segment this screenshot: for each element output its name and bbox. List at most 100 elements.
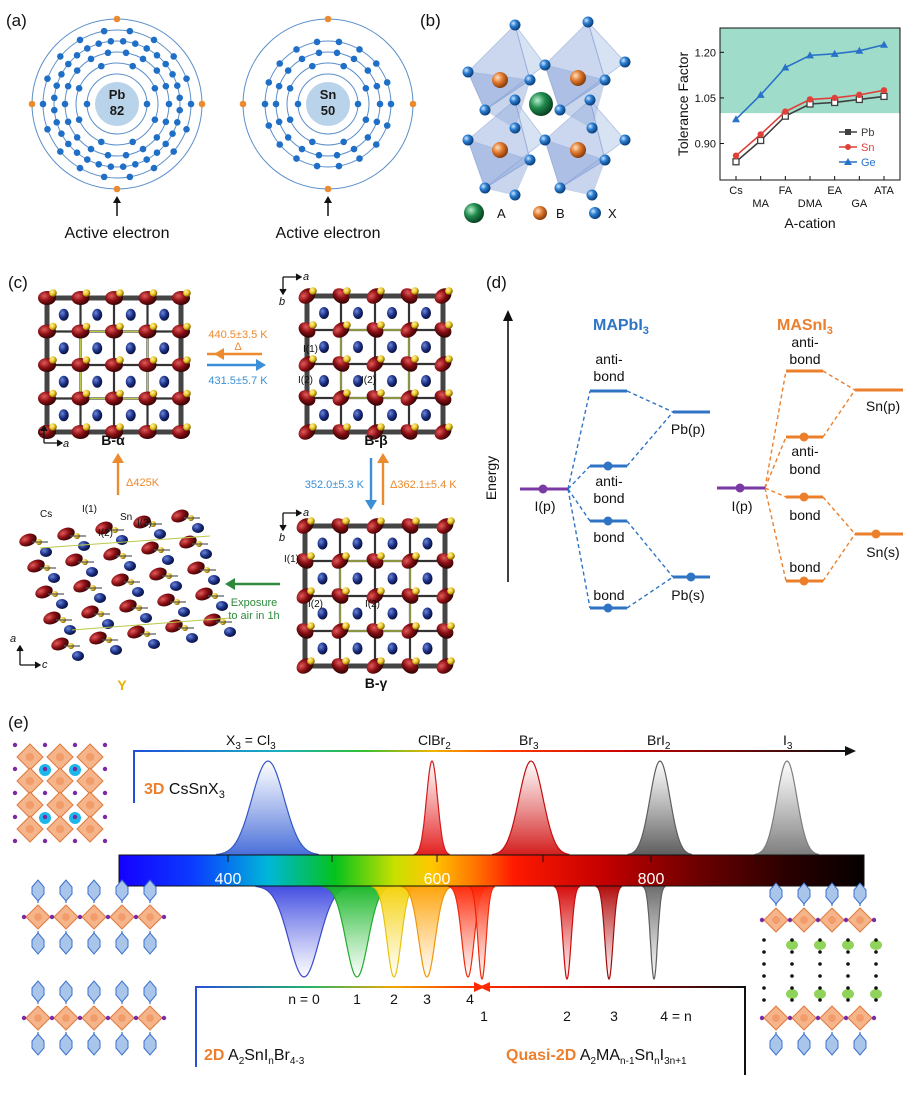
cesium-atom (72, 651, 84, 661)
metal-center (90, 913, 98, 921)
iodine-atom (81, 605, 99, 619)
cesium-atom (422, 572, 433, 585)
mapbi3-bond-label: bond (593, 529, 624, 545)
mapbi3-pbp-label: Pb(p) (671, 421, 705, 437)
unit-cell-edge (71, 617, 231, 631)
cesium-atom (159, 308, 170, 321)
y-label-i1: I(1) (82, 504, 97, 515)
halide-atom (42, 838, 48, 844)
cesium-atom (317, 642, 328, 655)
electron (294, 100, 302, 108)
tin-atom (343, 423, 351, 431)
electron (107, 38, 115, 45)
organic-ligand (87, 980, 101, 1003)
phase-gamma-label: B-γ (365, 675, 388, 691)
point-ge (880, 40, 888, 48)
x-anion (582, 16, 594, 28)
cesium-atom (58, 342, 69, 355)
halide-atom (72, 790, 78, 796)
electron (372, 60, 380, 67)
dotted-bond (846, 938, 850, 942)
axis-b-beta: b (279, 296, 285, 308)
electron (153, 52, 161, 59)
masni3-ip-electron (735, 483, 745, 493)
cesium-atom (352, 572, 363, 585)
organic-ligand (115, 980, 129, 1003)
peak-cl3 (216, 760, 320, 856)
n-label-2d-0: n = 0 (288, 991, 320, 1007)
organic-ligand (143, 1033, 157, 1056)
electron (383, 79, 391, 86)
cesium-atom (352, 537, 363, 550)
organic-ligand (143, 932, 157, 955)
cesium-atom (102, 619, 114, 629)
halide-atom (102, 838, 108, 844)
organic-ligand (797, 882, 811, 905)
cesium-atom (94, 593, 106, 603)
halide-atom (72, 766, 78, 772)
y-label-cs: Cs (40, 509, 52, 520)
halide-atom (105, 1015, 111, 1021)
electron (315, 151, 323, 159)
x-tick-label: GA (851, 198, 868, 210)
dotted-bond (874, 938, 878, 942)
tin-atom (309, 321, 317, 329)
tin-atom (445, 355, 453, 363)
metal-center (55, 752, 65, 762)
mapbi3-diagram (567, 390, 674, 609)
masni3-antibond-top-label-1: anti- (791, 334, 819, 350)
phase-beta-label: B-β (364, 432, 388, 448)
tin-atom (82, 389, 91, 398)
cesium-atom (125, 342, 136, 355)
cesium-atom (124, 561, 136, 571)
point-pb (880, 92, 888, 101)
tin-atom (342, 552, 350, 560)
unit-cell-edge (39, 535, 211, 549)
pb-active-arrow (113, 196, 121, 216)
electron (107, 163, 115, 170)
electron (98, 138, 105, 146)
cesium-atom (422, 537, 433, 550)
halide-atom (759, 917, 765, 923)
cesium-atom (421, 409, 431, 421)
dotted-bond (874, 962, 878, 966)
halide-atom (49, 1015, 55, 1021)
tin-atom (82, 356, 91, 364)
cesium-atom (353, 375, 363, 387)
tin-atom (49, 389, 57, 398)
tick-400: 400 (215, 871, 242, 888)
electron (122, 49, 130, 57)
tin-atom (309, 287, 317, 295)
tin-atom (116, 389, 124, 398)
metal-center (772, 916, 780, 924)
tolerance-y-axis-label: Tolerance Factor (675, 52, 691, 157)
arrow-quasi2d-series (479, 982, 746, 1075)
point-sn (757, 131, 764, 138)
tin-atom (116, 356, 124, 364)
panel-label-e: (e) (8, 713, 29, 732)
legend-marker (845, 144, 851, 150)
orbit-ring (53, 40, 181, 168)
tin-atom (447, 552, 455, 560)
label-air-line2: to air in 1h (228, 610, 279, 622)
organic-ligand (31, 1033, 45, 1056)
iodine-atom (111, 573, 129, 587)
panel-label-d: (d) (486, 273, 507, 292)
tin-atom (82, 423, 91, 431)
sn-nucleus: Sn 50 (306, 82, 350, 126)
metal-center (55, 824, 65, 834)
arrow-gamma-to-beta (377, 453, 389, 505)
cesium-atom (170, 581, 182, 591)
tin-atom (377, 587, 385, 595)
metal-center (800, 916, 808, 924)
electron (276, 141, 284, 148)
legend-a-sphere (464, 203, 484, 223)
electron (53, 118, 61, 126)
mapbi3-levels (520, 389, 710, 613)
tick-800: 800 (638, 871, 665, 888)
electron (75, 116, 83, 123)
iodine-atom (89, 631, 107, 645)
iodine-atom (57, 527, 75, 541)
electron (76, 36, 84, 44)
electron (173, 118, 181, 126)
